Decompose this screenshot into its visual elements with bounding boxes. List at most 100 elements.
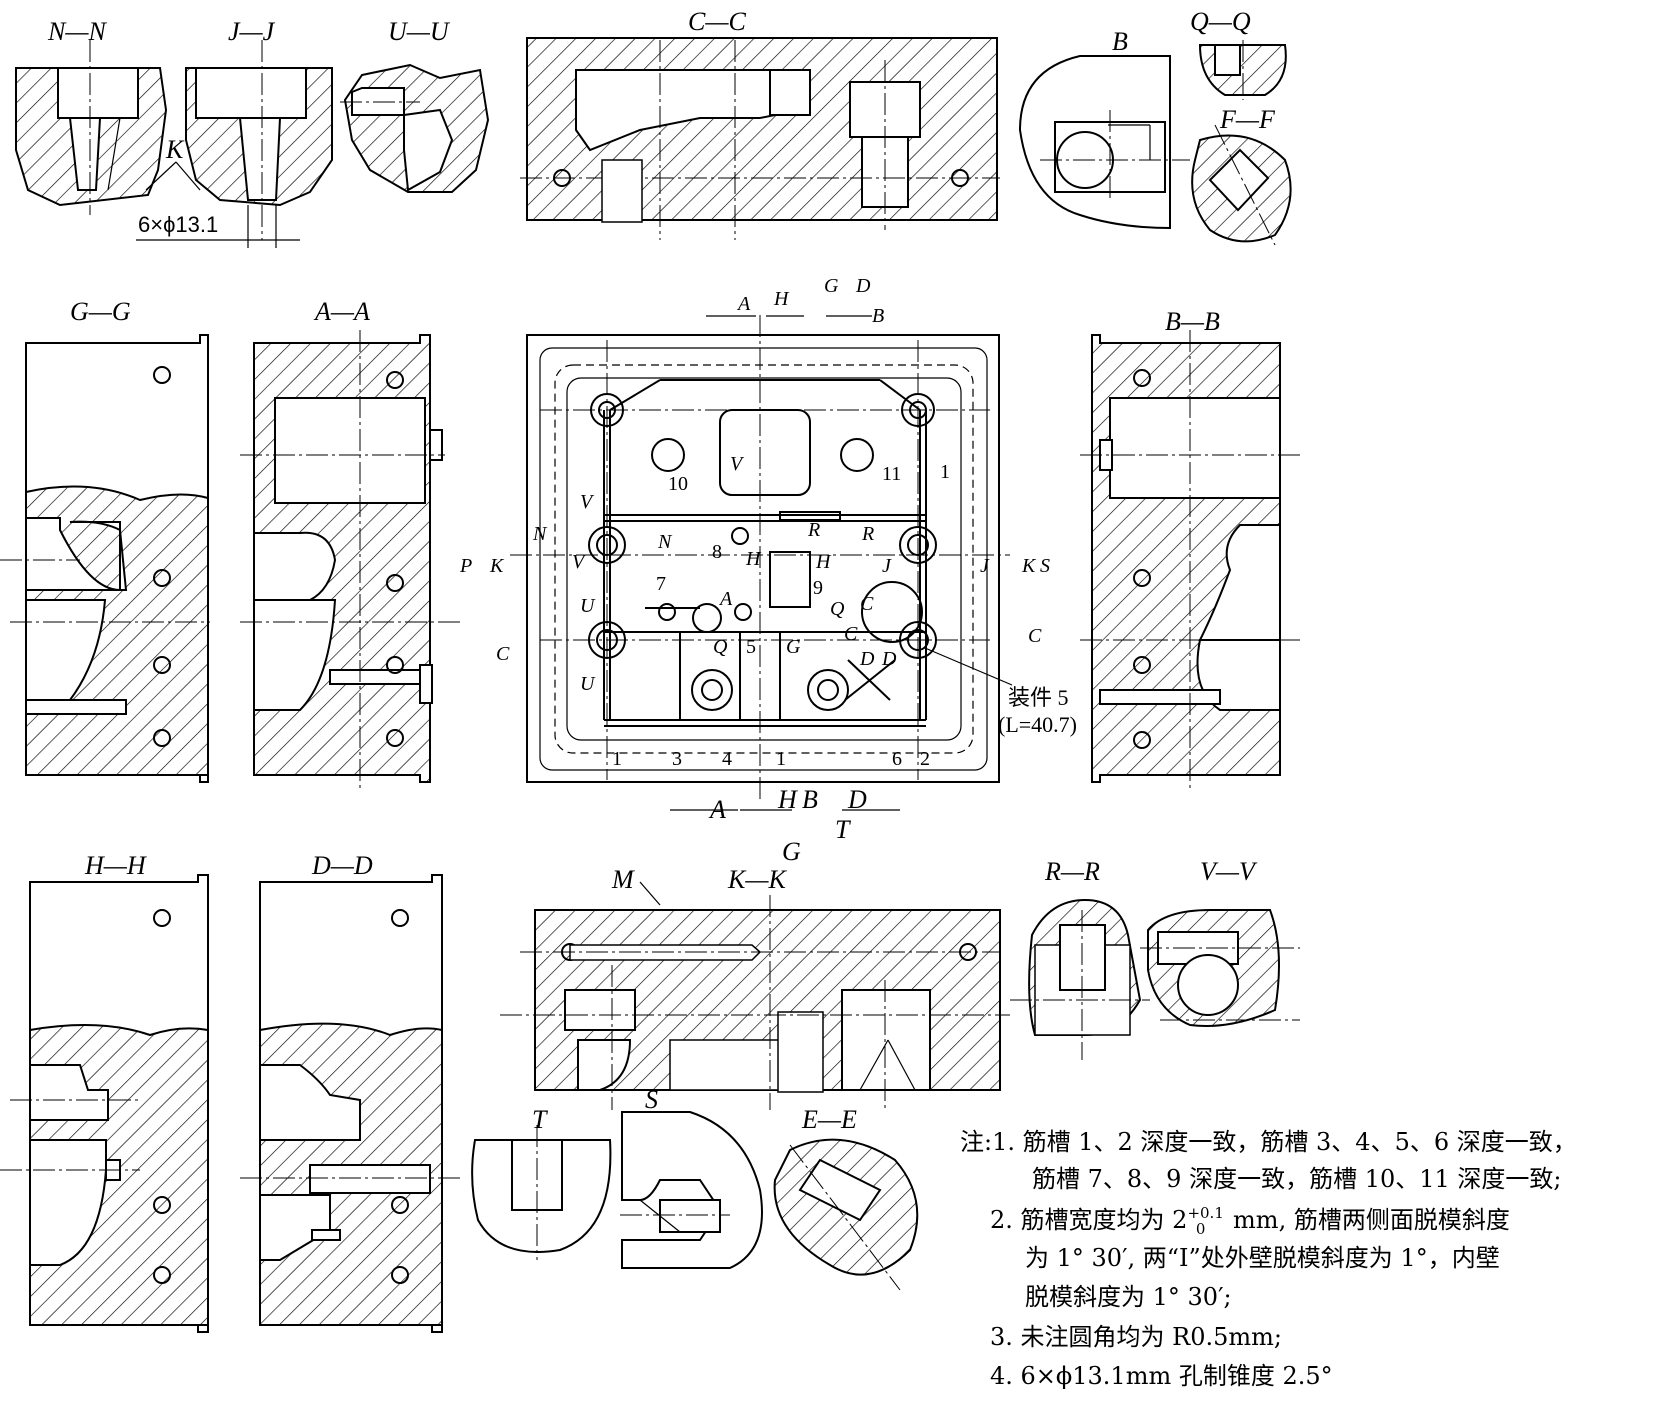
svg-text:1: 1 [612,748,622,770]
svg-text:K: K [1021,555,1037,577]
note-2c: 脱模斜度为 1° 30′; [1025,1283,1232,1311]
section-rr: R—R [1010,857,1150,1060]
label-dd: D—D [311,851,373,880]
svg-text:U: U [580,673,596,695]
label-bb: B—B [1165,307,1220,336]
svg-text:G: G [786,636,801,658]
rib-numbers: 1 3 4 1 6 2 1 7 8 9 10 11 5 [612,461,950,770]
svg-text:H: H [777,785,798,814]
svg-text:11: 11 [882,463,901,485]
svg-text:J: J [882,555,892,577]
label-vv: V—V [1200,857,1258,886]
svg-text:10: 10 [668,473,688,495]
svg-text:H: H [815,551,832,573]
svg-text:8: 8 [712,541,722,563]
svg-text:C: C [1028,625,1042,647]
svg-text:C: C [860,593,874,615]
section-ee: E—E [773,1105,919,1291]
svg-text:C: C [496,643,510,665]
note-1b: 筋槽 7、8、9 深度一致，筋槽 10、11 深度一致; [1032,1165,1562,1193]
insert-length: (L=40.7) [998,712,1077,737]
svg-text:D: D [855,275,871,297]
note-1a: 注:1. 筋槽 1、2 深度一致，筋槽 3、4、5、6 深度一致， [960,1128,1577,1156]
svg-text:1: 1 [776,748,786,770]
section-uu: U—U [340,17,490,193]
svg-text:T: T [835,815,851,844]
label-k-arrow: K [165,135,185,164]
section-nn: N—N [15,17,168,215]
section-hh: H—H [0,851,209,1333]
section-jj: J—J K 6×ϕ13.1 [136,17,333,248]
svg-text:1: 1 [940,461,950,483]
svg-text:R: R [861,523,874,545]
svg-text:5: 5 [746,636,756,658]
svg-text:R: R [807,519,820,541]
svg-text:3: 3 [672,748,682,770]
detail-s: S [620,1085,763,1269]
note-2b: 为 1° 30′, 两“I”处外壁脱模斜度为 1°，内壁 [1025,1244,1500,1272]
svg-text:A: A [718,588,733,610]
label-b: B [1112,27,1128,56]
svg-text:7: 7 [656,573,666,595]
svg-text:A: A [736,293,751,315]
insert-label: 装件 5 [1008,685,1069,710]
section-aa: A—A [240,297,460,790]
svg-text:D: D [881,648,897,670]
svg-text:B: B [872,305,884,327]
section-kk: K—K M [500,865,1010,1110]
label-kk: K—K [727,865,787,894]
section-vv: V—V [1140,857,1300,1027]
label-jj: J—J [228,17,276,46]
svg-text:S: S [1040,555,1050,577]
svg-text:6: 6 [892,748,902,770]
label-gg: G—G [70,297,131,326]
label-uu: U—U [388,17,451,46]
note-3: 3. 未注圆角均为 R0.5mm; [990,1323,1282,1351]
plan-view: A H G D B A H B D G T P K C K S C N V U … [459,275,1077,866]
label-m: M [611,865,635,894]
svg-text:9: 9 [813,577,823,599]
dim-holes: 6×ϕ13.1 [138,212,218,237]
detail-b: B [1018,27,1190,230]
svg-text:Q: Q [713,636,728,658]
section-cc: C—C [520,7,1000,240]
svg-text:D: D [847,785,867,814]
section-qq: Q—Q [1190,7,1287,100]
svg-text:K: K [489,555,505,577]
label-t: T [532,1105,548,1134]
label-nn: N—N [47,17,107,46]
notes: 注:1. 筋槽 1、2 深度一致，筋槽 3、4、5、6 深度一致， 筋槽 7、8… [960,1128,1577,1390]
section-bb: B—B [1080,307,1300,790]
section-ff: F—F [1191,105,1292,246]
svg-text:V: V [580,491,595,513]
svg-text:G: G [824,275,839,297]
svg-text:D: D [859,648,875,670]
label-rr: R—R [1044,857,1100,886]
svg-text:4: 4 [722,748,732,770]
svg-text:N: N [657,531,673,553]
svg-text:H: H [773,288,790,310]
svg-text:V: V [730,453,745,475]
note-4: 4. 6×ϕ13.1mm 孔制锥度 2.5° [990,1362,1333,1390]
svg-text:B: B [802,785,818,814]
svg-text:U: U [580,595,596,617]
svg-text:N: N [532,523,548,545]
svg-text:Q: Q [830,598,845,620]
svg-text:P: P [459,555,472,577]
label-ee: E—E [801,1105,857,1134]
svg-text:V: V [572,551,587,573]
label-cc: C—C [688,7,746,36]
section-dd: D—D [240,851,460,1333]
label-aa: A—A [313,297,370,326]
svg-text:J: J [980,555,990,577]
label-qq: Q—Q [1190,7,1251,36]
svg-text:C: C [844,623,858,645]
label-hh: H—H [84,851,147,880]
section-gg: G—G [0,297,210,783]
detail-t: T [471,1105,612,1260]
svg-text:2: 2 [920,748,930,770]
svg-text:H: H [745,548,762,570]
label-s: S [645,1085,658,1114]
